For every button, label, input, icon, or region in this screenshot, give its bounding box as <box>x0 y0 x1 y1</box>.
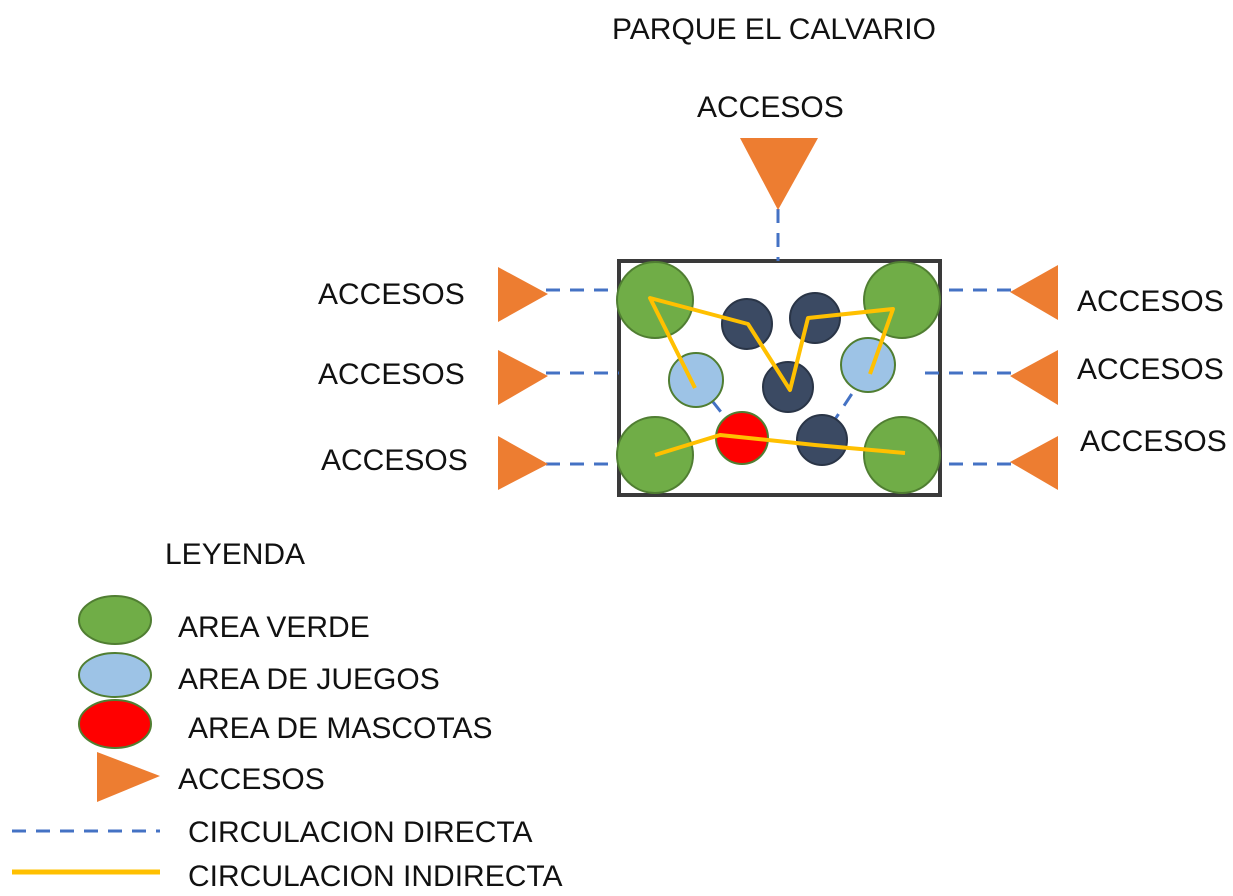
access-label-right-1: ACCESOS <box>1077 285 1224 318</box>
access-triangle-right-3 <box>1010 436 1058 490</box>
legend-symbol-green-area <box>78 595 152 645</box>
legend-label-direct-circulation: CIRCULACION DIRECTA <box>188 816 533 849</box>
legend-symbols <box>12 595 160 875</box>
access-markers <box>498 138 1058 490</box>
indirect-circulation-path-upper <box>648 296 895 392</box>
legend-symbol-play-area <box>78 652 152 698</box>
dark-node-4 <box>796 414 848 466</box>
legend-label-play-area: AREA DE JUEGOS <box>178 663 440 696</box>
access-label-left-3: ACCESOS <box>321 444 468 477</box>
legend-label-green-area: AREA VERDE <box>178 611 370 644</box>
diagram-title: PARQUE EL CALVARIO <box>612 13 936 46</box>
play-area-left <box>668 352 724 408</box>
access-triangle-right-2 <box>1010 350 1058 405</box>
legend-symbol-pet-area <box>78 699 152 749</box>
legend-label-pet-area: AREA DE MASCOTAS <box>188 712 493 745</box>
legend-title: LEYENDA <box>165 538 306 571</box>
access-label-left-2: ACCESOS <box>318 358 465 391</box>
legend-label-indirect-circulation: CIRCULACION INDIRECTA <box>188 860 563 893</box>
access-triangle-top <box>740 138 818 210</box>
green-area-top-right <box>863 261 941 339</box>
legend-label-access: ACCESOS <box>178 763 325 796</box>
play-area-right <box>840 337 896 393</box>
access-triangle-right-1 <box>1010 265 1058 320</box>
access-label-right-2: ACCESOS <box>1077 353 1224 386</box>
green-area-bottom-right <box>863 416 941 494</box>
indirect-circulation-path-lower <box>654 433 906 457</box>
access-triangle-left-1 <box>498 267 548 322</box>
access-triangle-left-2 <box>498 350 548 405</box>
access-triangle-left-3 <box>498 436 548 490</box>
access-label-right-3: ACCESOS <box>1080 425 1227 458</box>
access-label-left-1: ACCESOS <box>318 278 465 311</box>
legend-symbol-access <box>97 752 160 802</box>
access-label-top: ACCESOS <box>697 91 844 124</box>
